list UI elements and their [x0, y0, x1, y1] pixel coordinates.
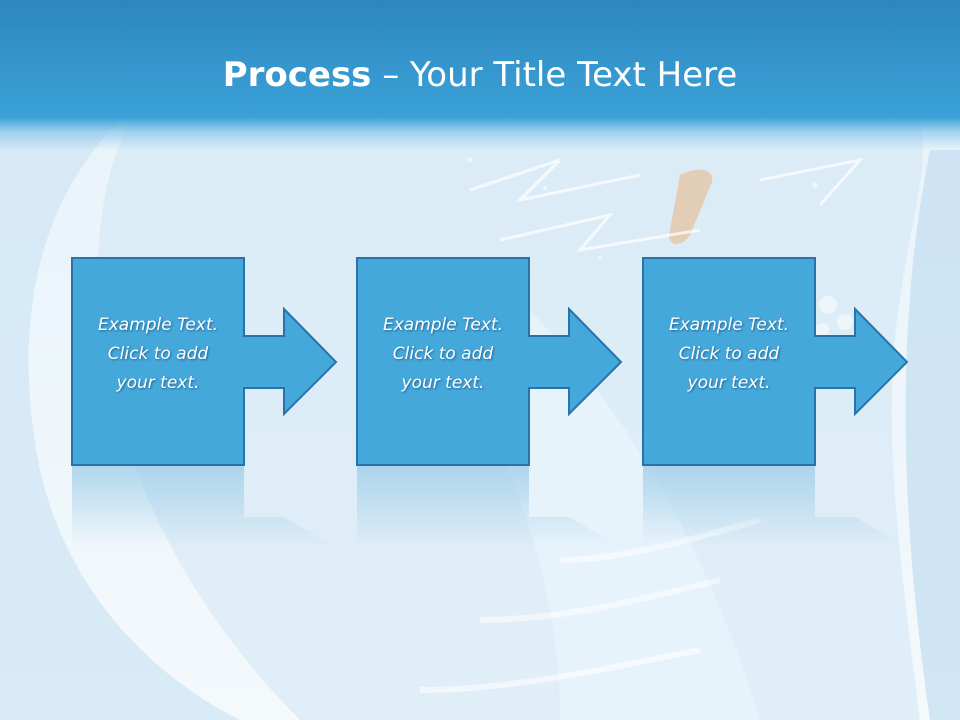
step-2-line-3: your text. [401, 373, 485, 393]
step-1-box [71, 257, 338, 466]
process-step-3[interactable]: Example Text. Click to add your text. [642, 257, 960, 547]
step-1-line-2: Click to add [107, 344, 209, 364]
step-3-arrow-shape [642, 257, 909, 547]
process-step-2[interactable]: Example Text. Click to add your text. [356, 257, 696, 547]
step-2-arrow-shape [356, 257, 623, 547]
step-3-reflection [643, 466, 907, 547]
process-step-1[interactable]: Example Text. Click to add your text. [71, 257, 411, 547]
step-2-box [356, 257, 623, 466]
step-3-line-1: Example Text. [668, 315, 790, 335]
step-1-arrow-shape [71, 257, 338, 547]
step-3-text: Example Text. Click to add your text. [646, 311, 812, 398]
step-3-line-3: your text. [687, 373, 771, 393]
step-3-line-2: Click to add [678, 344, 780, 364]
right-curtain-shape [905, 150, 960, 720]
slide-title: Process – Your Title Text Here [0, 52, 960, 98]
step-2-reflection [357, 466, 621, 547]
step-1-text: Example Text. Click to add your text. [75, 311, 241, 398]
step-1-line-1: Example Text. [97, 315, 219, 335]
step-1-line-3: your text. [116, 373, 200, 393]
step-1-reflection [72, 466, 336, 547]
step-2-text: Example Text. Click to add your text. [360, 311, 526, 398]
skin-accent [669, 169, 713, 245]
step-2-line-2: Click to add [392, 344, 494, 364]
left-curtain-shape [0, 120, 240, 720]
slide-header-band [0, 0, 960, 150]
title-bold-part: Process [222, 55, 372, 95]
step-2-line-1: Example Text. [382, 315, 504, 335]
step-3-box [642, 257, 909, 466]
title-rest-part: – Your Title Text Here [371, 55, 738, 95]
